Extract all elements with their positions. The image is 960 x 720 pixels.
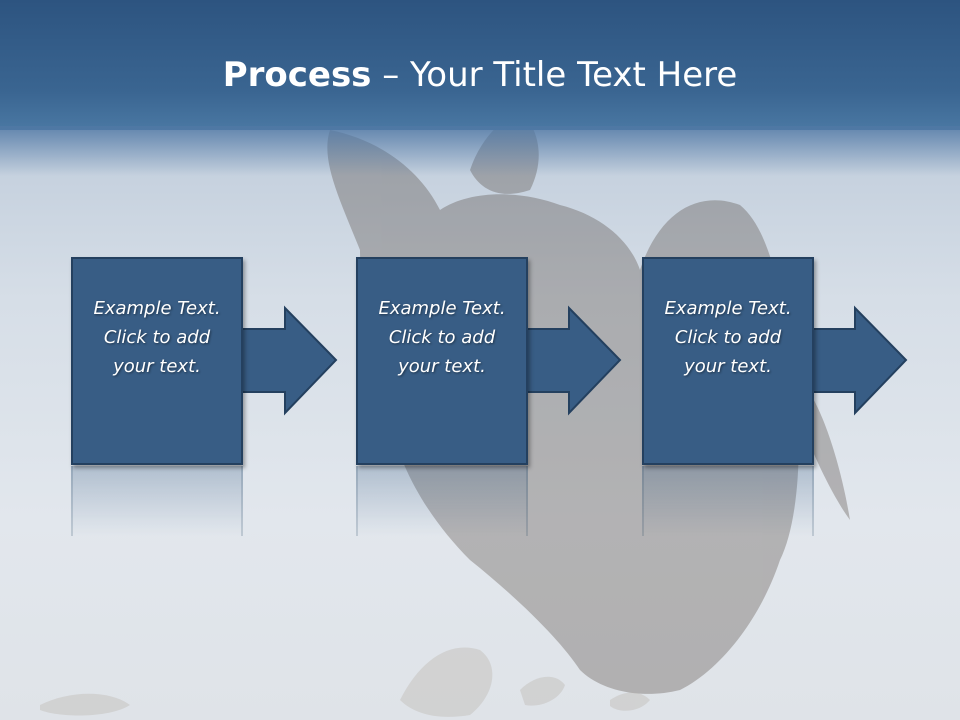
process-step-label: Example Text. Click to add your text. [664,297,792,377]
slide-title-strong: Process [222,55,372,95]
arrow-right-icon [230,305,338,416]
slide-title-rest: – Your Title Text Here [371,55,738,95]
slide-title[interactable]: Process – Your Title Text Here [0,52,960,98]
process-step-label: Example Text. Click to add your text. [93,297,221,377]
step-1-reflection [71,466,243,536]
process-step-label: Example Text. Click to add your text. [378,297,506,377]
title-bar [0,0,960,130]
process-step-1[interactable]: Example Text. Click to add your text. [71,257,243,465]
title-bar-fade [0,126,960,176]
arrow-right-icon [514,305,622,416]
step-2-reflection [356,466,528,536]
step-3-reflection [642,466,814,536]
process-step-3[interactable]: Example Text. Click to add your text. [642,257,814,465]
process-step-2[interactable]: Example Text. Click to add your text. [356,257,528,465]
arrow-right-icon [800,305,908,416]
